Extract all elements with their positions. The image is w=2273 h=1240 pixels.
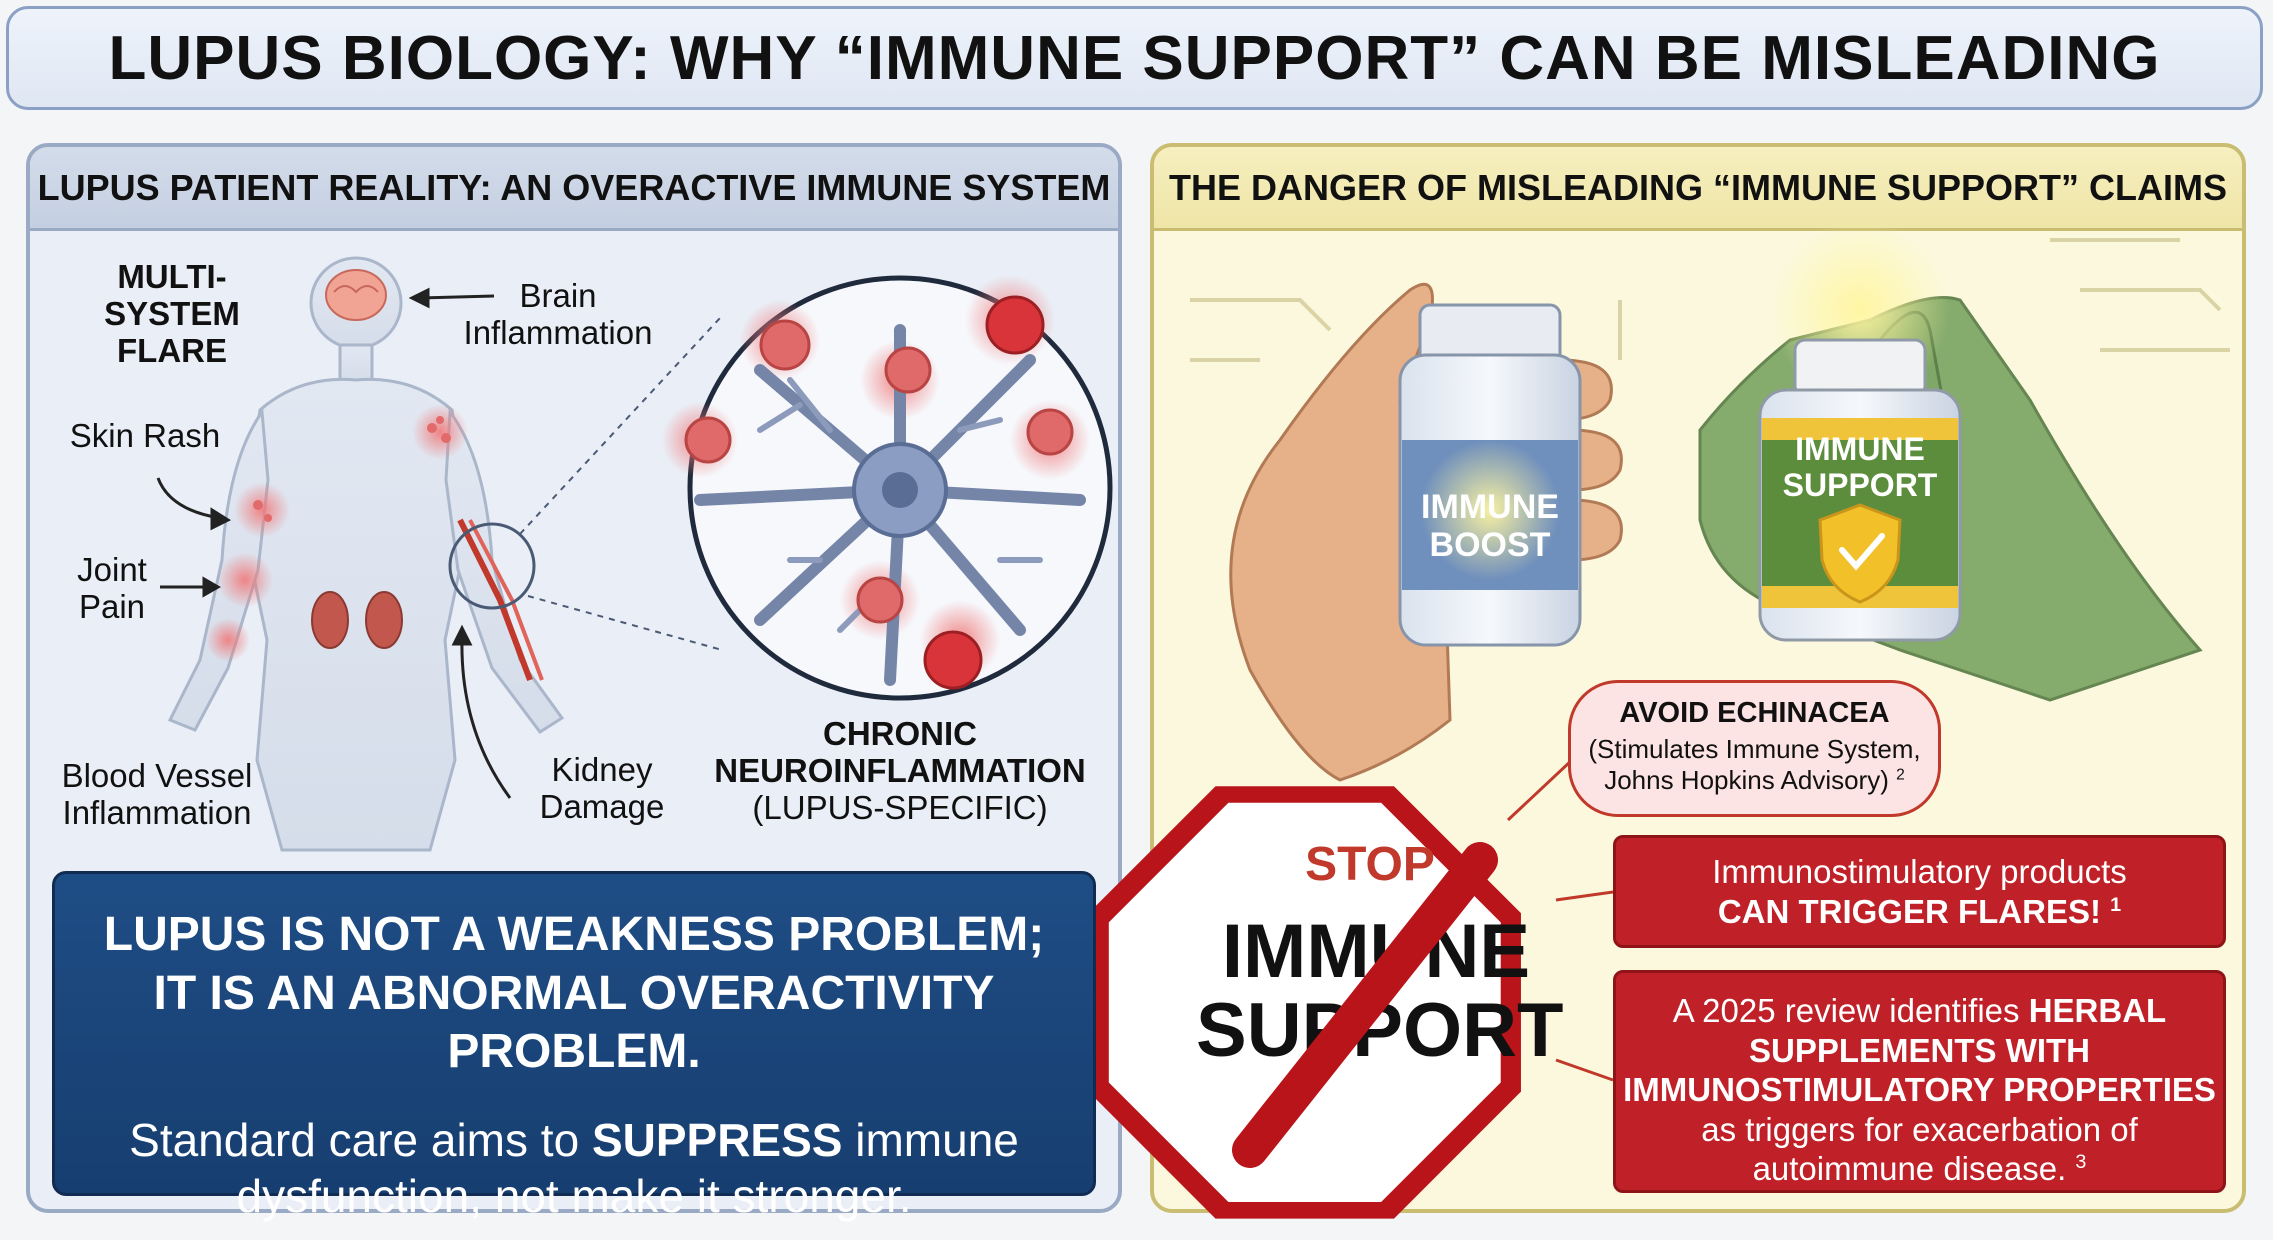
title-banner: LUPUS BIOLOGY: WHY “IMMUNE SUPPORT” CAN … — [6, 6, 2263, 110]
multi-system-line-2: FLARE — [117, 331, 227, 369]
prohibit-slash — [1232, 842, 1498, 1168]
support-line-2: SUPPORT — [1782, 466, 1938, 503]
box1-ref: 1 — [2110, 893, 2122, 916]
summary-headline: LUPUS IS NOT A WEAKNESS PROBLEM; IT IS A… — [55, 906, 1093, 1082]
multi-system-flare-label: MULTI-SYSTEM FLARE — [52, 258, 292, 370]
neuro-line-3: (LUPUS-SPECIFIC) — [752, 788, 1048, 826]
trigger-flares-box: Immunostimulatory products CAN TRIGGER F… — [1613, 835, 2226, 948]
kidney-icon-left — [311, 591, 349, 649]
blood-line-1: Blood Vessel — [61, 757, 253, 794]
box2-ref: 3 — [2075, 1151, 2087, 1174]
neuro-line-1: CHRONIC — [823, 715, 977, 752]
box1-line-2: CAN TRIGGER FLARES! 1 — [1717, 892, 2122, 930]
boost-line-1: IMMUNE — [1421, 488, 1559, 526]
lupus-summary-box: LUPUS IS NOT A WEAKNESS PROBLEM; IT IS A… — [52, 871, 1096, 1222]
kidney-icon-right — [365, 591, 403, 649]
summary-body-line-2: dysfunction, not make it stronger. — [236, 1169, 912, 1222]
neuro-line-2: NEUROINFLAMMATION — [714, 751, 1086, 789]
joint-line-2: Pain — [78, 587, 146, 625]
callout-ref: 2 — [1896, 766, 1905, 784]
blood-vessel-label: Blood Vessel Inflammation — [50, 757, 264, 832]
skin-rash-arm — [234, 482, 290, 538]
joint-line-1: Joint — [77, 551, 147, 588]
brain-inflammation-label: Brain Inflammation — [448, 277, 668, 352]
skin-rash-label: Skin Rash — [69, 417, 221, 454]
summary-headline-line-2: IT IS AN ABNORMAL OVERACTIVITY PROBLEM. — [153, 966, 995, 1079]
joint-pain-label: Joint Pain — [66, 551, 158, 626]
kidney-line-1: Kidney — [551, 751, 653, 788]
magnifier-source-circle — [448, 522, 536, 610]
summary-headline-line-1: LUPUS IS NOT A WEAKNESS PROBLEM; — [103, 908, 1045, 961]
brain-icon — [325, 269, 387, 321]
summary-body-line-1: Standard care aims to SUPPRESS immune — [129, 1113, 1019, 1166]
summary-body: Standard care aims to SUPPRESS immune dy… — [55, 1112, 1093, 1224]
circuit-background — [1190, 238, 2230, 362]
label-arrows — [156, 287, 512, 799]
box1-line-1: Immunostimulatory products — [1712, 853, 2127, 890]
joint-pain-spot — [217, 552, 273, 608]
skin-rash-spot — [412, 404, 468, 460]
left-hand — [1229, 282, 1452, 782]
kidney-line-2: Damage — [539, 787, 665, 825]
blood-vessel-icon — [457, 518, 533, 682]
avoid-echinacea-callout: AVOID ECHINACEA (Stimulates Immune Syste… — [1568, 680, 1941, 817]
box2-line-3: IMMUNOSTIMULATORY PROPERTIES — [1623, 1071, 2216, 1109]
shield-check-icon — [1818, 503, 1902, 604]
callout-title: AVOID ECHINACEA — [1619, 697, 1890, 729]
left-panel-heading: LUPUS PATIENT REALITY: AN OVERACTIVE IMM… — [30, 147, 1118, 231]
immune-boost-label: IMMUNE BOOST — [1405, 488, 1575, 564]
right-panel-heading: THE DANGER OF MISLEADING “IMMUNE SUPPORT… — [1154, 147, 2242, 231]
support-line-1: IMMUNE — [1795, 431, 1925, 467]
herbal-review-box: A 2025 review identifies HERBAL SUPPLEME… — [1613, 970, 2226, 1193]
brain-line-2: Inflammation — [463, 313, 653, 351]
immune-support-bottle-label: IMMUNE SUPPORT — [1762, 431, 1958, 504]
neuroinflammation-label: CHRONIC NEUROINFLAMMATION (LUPUS-SPECIFI… — [700, 715, 1100, 827]
box2-line-1: A 2025 review identifies HERBAL — [1672, 992, 2167, 1029]
stop-label: STOP — [1305, 838, 1435, 891]
page-title: LUPUS BIOLOGY: WHY “IMMUNE SUPPORT” CAN … — [108, 23, 2161, 93]
brain-line-1: Brain — [519, 277, 597, 314]
callout-sub-line-1: (Stimulates Immune System, — [1588, 734, 1921, 764]
callout-subtitle: (Stimulates Immune System, Johns Hopkins… — [1571, 734, 1938, 796]
box2-line-4: as triggers for exacerbation of — [1701, 1110, 2138, 1148]
blood-line-2: Inflammation — [62, 793, 252, 831]
kidney-damage-label: Kidney Damage — [522, 751, 682, 826]
box2-line-5: autoimmune disease. 3 — [1752, 1150, 2087, 1188]
multi-system-line-1: MULTI-SYSTEM — [104, 258, 240, 332]
boost-line-2: BOOST — [1429, 526, 1551, 565]
neuroinflammation-magnified-view — [662, 275, 1113, 701]
callout-sub-line-2: Johns Hopkins Advisory) 2 — [1604, 765, 1905, 796]
box2-line-2: SUPPLEMENTS WITH — [1748, 1031, 2090, 1069]
